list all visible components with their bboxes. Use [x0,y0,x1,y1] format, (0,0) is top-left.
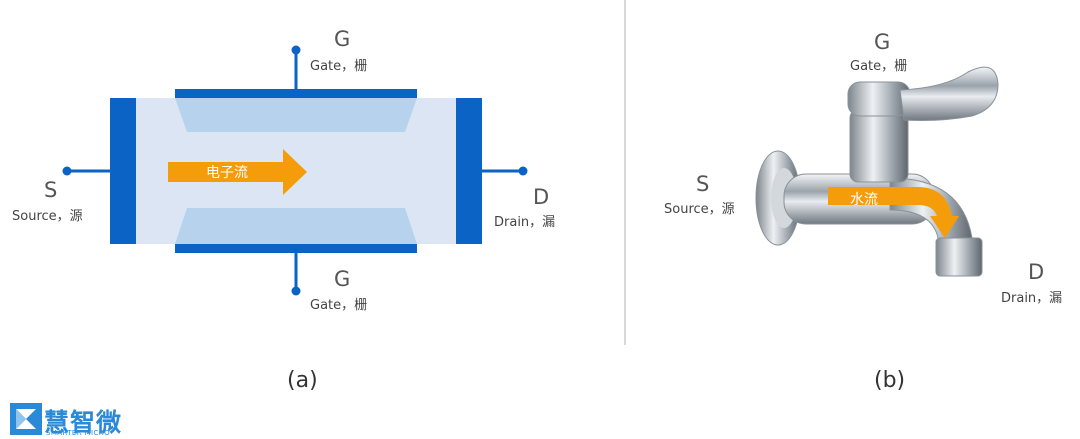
logo-name: 慧智微 [44,408,123,437]
water-flow-arrow [828,187,959,238]
gate-bottom-depletion [175,208,417,244]
faucet-drain-letter: D [1028,260,1045,284]
electron-flow-arrow [168,149,307,195]
electron-flow-label: 电子流 [206,165,248,181]
water-flow-label: 水流 [850,192,878,208]
gate-top-terminal [291,45,301,55]
mosfet-diagram [62,45,528,296]
logo-tagline: SMARTER MICRO [46,429,110,437]
faucet-gate-letter: G [874,30,891,54]
source-letter: S [44,178,58,202]
gate-bottom-terminal [291,286,301,296]
faucet-illustration [755,66,999,277]
drain-label: Drain，漏 [494,215,556,230]
panel-divider [624,0,626,345]
faucet-source-label: Source，源 [664,202,735,217]
faucet-drain-label: Drain，漏 [1001,291,1063,306]
source-label: Source，源 [12,209,83,224]
source-terminal [62,166,72,176]
faucet-source-letter: S [696,172,710,196]
faucet-gate-label: Gate，栅 [850,59,908,74]
spout-nozzle [935,237,983,277]
drain-letter: D [533,185,550,209]
faucet-handle [899,66,999,121]
gate-top-depletion [175,98,417,132]
caption-a: (a) [287,368,318,393]
gate-bottom-label: Gate，栅 [310,298,368,313]
gate-bottom-plate [175,244,417,253]
valve-column [849,109,909,183]
smarter-micro-logo-icon [10,403,42,435]
gate-top-label: Gate，栅 [310,59,368,74]
gate-top-plate [175,89,417,98]
caption-b: (b) [874,368,906,393]
gate-top-letter: G [334,27,351,51]
drain-terminal [518,166,528,176]
source-block [110,98,136,244]
gate-bottom-letter: G [334,267,351,291]
drain-block [456,98,482,244]
